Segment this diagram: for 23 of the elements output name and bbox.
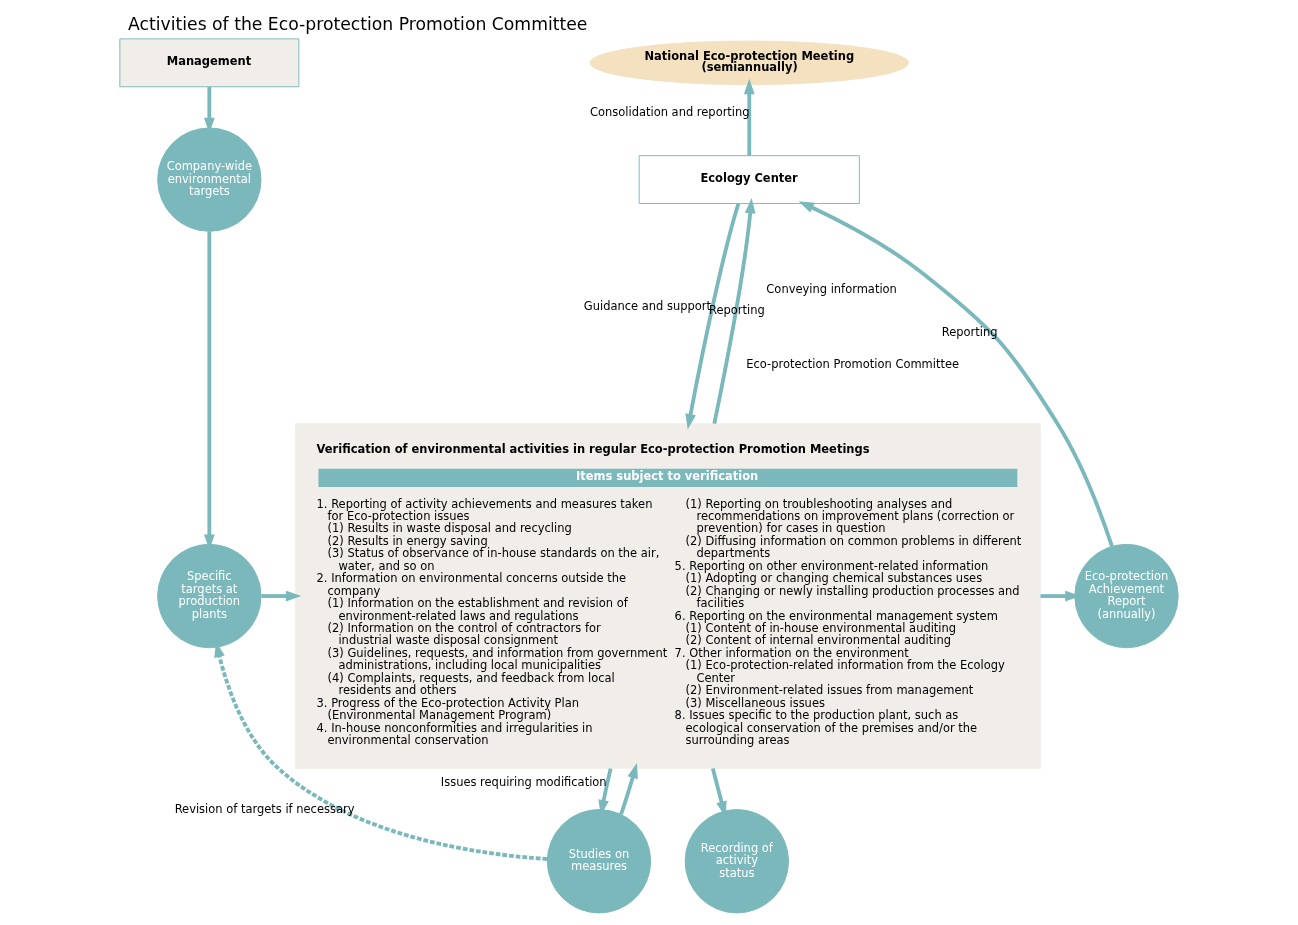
label: Eco-protection Promotion Committee: [746, 357, 960, 372]
arrow: [743, 78, 755, 156]
diagram-title: Activities of the Eco-protection Promotion Committee: [128, 13, 588, 34]
edge-label: Guidance and support: [583, 298, 712, 313]
node-box: Ecology Center: [638, 155, 860, 204]
edge-label: Issues requiring modification: [440, 774, 607, 789]
node-circle: Eco-protection Achievement Report (annually): [1074, 543, 1179, 649]
node-ellipse: National Eco-protection Meeting (semiannually): [589, 40, 909, 86]
node-circle: Studies on measures: [546, 809, 652, 914]
node-box: Verification of environmental activities in regular Eco-protection Promotion Meetings Items subject to verification 1. Reporting of activity achievements and measures taken for Eco-protection issues (1) Results in waste disposal and recycling (2) Results in energy saving (3) Status of observance of in-house standards on the air, water, and so on 2. Information on environmental concerns outside the company (1) Information on the establishment and revision of environment-related laws and regulations (2) Information on the control of contractors for industrial waste disposal consignment (3) Guidelines, requests, and information from government administrations, including local municipalities (4) Complaints, requests, and feedback from local residents and others 3. Progress of the Eco-protection Activity Plan (Environmental Management Program) 4. In-house nonconformities and irregularities in environmental conservation (1) Reporting on troubleshooting analyses and recommendations on improvement plans (correction or prevention) for cases in question (2) Diffusing information on common problems in different departments 5. Reporting on other environment-related information (1) Adopting or changing chemical substances uses (2) Changing or newly installing production processes and facilities 6. Reporting on the environmental management system (1) Content of in-house environmental auditing (2) Content of internal environmental auditing 7. Other information on the environment (1) Eco-protection-related information from the Ecology Center (2) Environment-related issues from management (3) Miscellaneous issues 8. Issues specific to the production plant, such as ecological conservation of the premises and/or the surrounding areas: [295, 423, 1041, 769]
label: Conveying information: [766, 281, 897, 296]
arrow: [619, 763, 638, 816]
arrow: [261, 590, 302, 602]
node-circle: Recording of activity status: [684, 809, 789, 914]
node-circle: Company-wide environmental targets: [157, 127, 262, 232]
node-circle: Specific targets at production plants: [157, 543, 262, 649]
edge-label: Consolidation and reporting: [590, 105, 750, 120]
arrow: [712, 197, 756, 425]
arrow: [798, 201, 1114, 547]
arrow: [685, 203, 741, 430]
edge-label: Revision of targets if necessary: [174, 801, 355, 816]
edge-label: Reporting: [941, 324, 998, 339]
node-box: Management: [119, 38, 300, 88]
